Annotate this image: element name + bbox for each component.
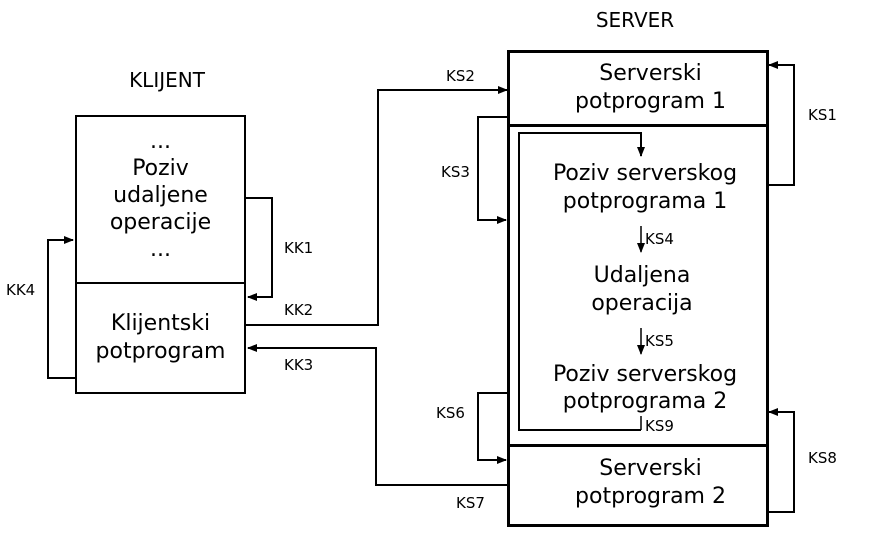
label-ks5: KS5 xyxy=(645,332,674,350)
client-stub-block xyxy=(75,282,246,394)
arrow-kk2 xyxy=(245,86,508,326)
client-stub-line-2: potprogram xyxy=(95,339,226,364)
server-divider-bottom xyxy=(507,444,769,447)
server-operation-text: Udaljena operacija xyxy=(517,262,767,318)
arrow-ks-inner xyxy=(518,132,645,431)
server-call2-line-1: Poziv serverskog xyxy=(552,362,738,387)
client-call-line-3: operacije xyxy=(109,210,212,235)
server-stub2-line-1: Serverski xyxy=(599,456,702,481)
arrow-kk4 xyxy=(47,236,75,379)
label-ks7: KS7 xyxy=(456,494,485,512)
server-call1-line-2: potprograma 1 xyxy=(562,189,728,214)
label-kk4: KK4 xyxy=(6,281,36,299)
server-call2-line-2: potprograma 2 xyxy=(562,389,728,414)
client-ellipsis-bottom: ... xyxy=(150,237,171,262)
server-call1-line-1: Poziv serverskog xyxy=(552,161,738,186)
arrow-kk1 xyxy=(245,197,273,301)
label-kk2: KK2 xyxy=(284,301,314,319)
arrow-ks1 xyxy=(767,61,795,186)
server-stub1-line-2: potprogram 1 xyxy=(575,89,726,114)
arrow-ks8 xyxy=(767,408,795,513)
client-ellipsis-top: ... xyxy=(150,129,171,154)
client-stub-line-1: Klijentski xyxy=(110,311,211,336)
arrow-ks3 xyxy=(477,116,507,224)
label-ks6: KS6 xyxy=(436,404,465,422)
label-kk3: KK3 xyxy=(284,356,314,374)
client-title: KLIJENT xyxy=(129,68,205,92)
server-stub2-line-2: potprogram 2 xyxy=(575,484,726,509)
server-divider-top xyxy=(507,124,769,127)
server-frame xyxy=(507,50,769,527)
label-ks8: KS8 xyxy=(808,449,837,467)
server-call1-text: Poziv serverskog potprograma 1 xyxy=(520,160,770,216)
arrow-ks6 xyxy=(477,392,507,464)
label-ks9: KS9 xyxy=(645,417,674,435)
label-ks3: KS3 xyxy=(441,163,470,181)
server-stub2-text: Serverski potprogram 2 xyxy=(532,455,769,511)
server-call2-text: Poziv serverskog potprograma 2 xyxy=(520,361,770,415)
server-title: SERVER xyxy=(595,8,675,32)
server-stub1-line-1: Serverski xyxy=(599,61,702,86)
client-upper-text: ... Poziv udaljene operacije ... xyxy=(75,128,246,263)
server-operation-line-2: operacija xyxy=(591,291,693,316)
label-ks4: KS4 xyxy=(645,230,674,248)
arrow-kk3 xyxy=(247,344,507,486)
client-call-line-1: Poziv xyxy=(132,156,189,181)
server-stub1-text: Serverski potprogram 1 xyxy=(532,60,769,116)
client-call-line-2: udaljene xyxy=(113,183,208,208)
client-stub-text: Klijentski potprogram xyxy=(75,310,246,366)
label-ks1: KS1 xyxy=(808,106,837,124)
label-kk1: KK1 xyxy=(284,239,314,257)
server-operation-line-1: Udaljena xyxy=(593,263,691,288)
label-ks2: KS2 xyxy=(446,67,475,85)
